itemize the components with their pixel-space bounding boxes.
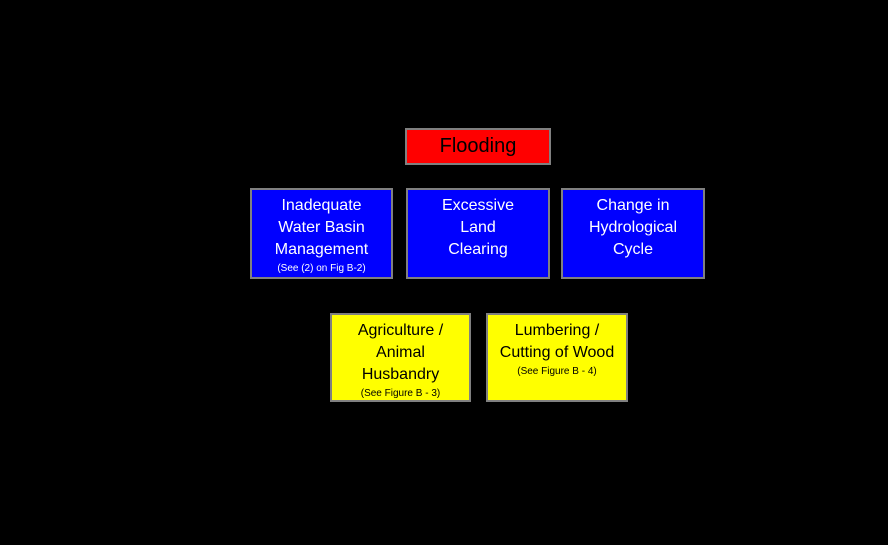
- cause-line: Cycle: [612, 241, 653, 258]
- cause-box-hydrological-cycle: Change in Hydrological Cycle: [561, 188, 705, 279]
- cause-line: Management: [274, 241, 369, 258]
- cause-line: Water Basin: [278, 219, 365, 236]
- cause-line: Change in: [596, 197, 670, 214]
- cause-line: Excessive: [441, 197, 515, 214]
- subcause-line: Animal: [376, 344, 425, 361]
- subcause-box-agriculture-husbandry: Agriculture / Animal Husbandry (See Figu…: [330, 313, 471, 402]
- flooding-root-box: Flooding: [405, 128, 551, 165]
- cause-box-excessive-land-clearing: Excessive Land Clearing: [406, 188, 550, 279]
- subcause-line: Agriculture /: [357, 322, 444, 339]
- subcause-note: (See Figure B - 3): [360, 388, 441, 399]
- cause-line: Hydrological: [588, 219, 678, 236]
- subcause-line: Cutting of Wood: [499, 344, 615, 361]
- cause-line: Inadequate: [281, 197, 362, 214]
- subcause-box-lumbering-wood: Lumbering / Cutting of Wood (See Figure …: [486, 313, 628, 402]
- cause-note: (See (2) on Fig B-2): [277, 263, 366, 274]
- subcause-line: Lumbering /: [514, 322, 600, 339]
- cause-box-water-basin-management: Inadequate Water Basin Management (See (…: [250, 188, 393, 279]
- subcause-line: Husbandry: [361, 366, 440, 383]
- cause-line: Land: [460, 219, 496, 236]
- cause-line: Clearing: [448, 241, 508, 258]
- subcause-note: (See Figure B - 4): [517, 366, 597, 377]
